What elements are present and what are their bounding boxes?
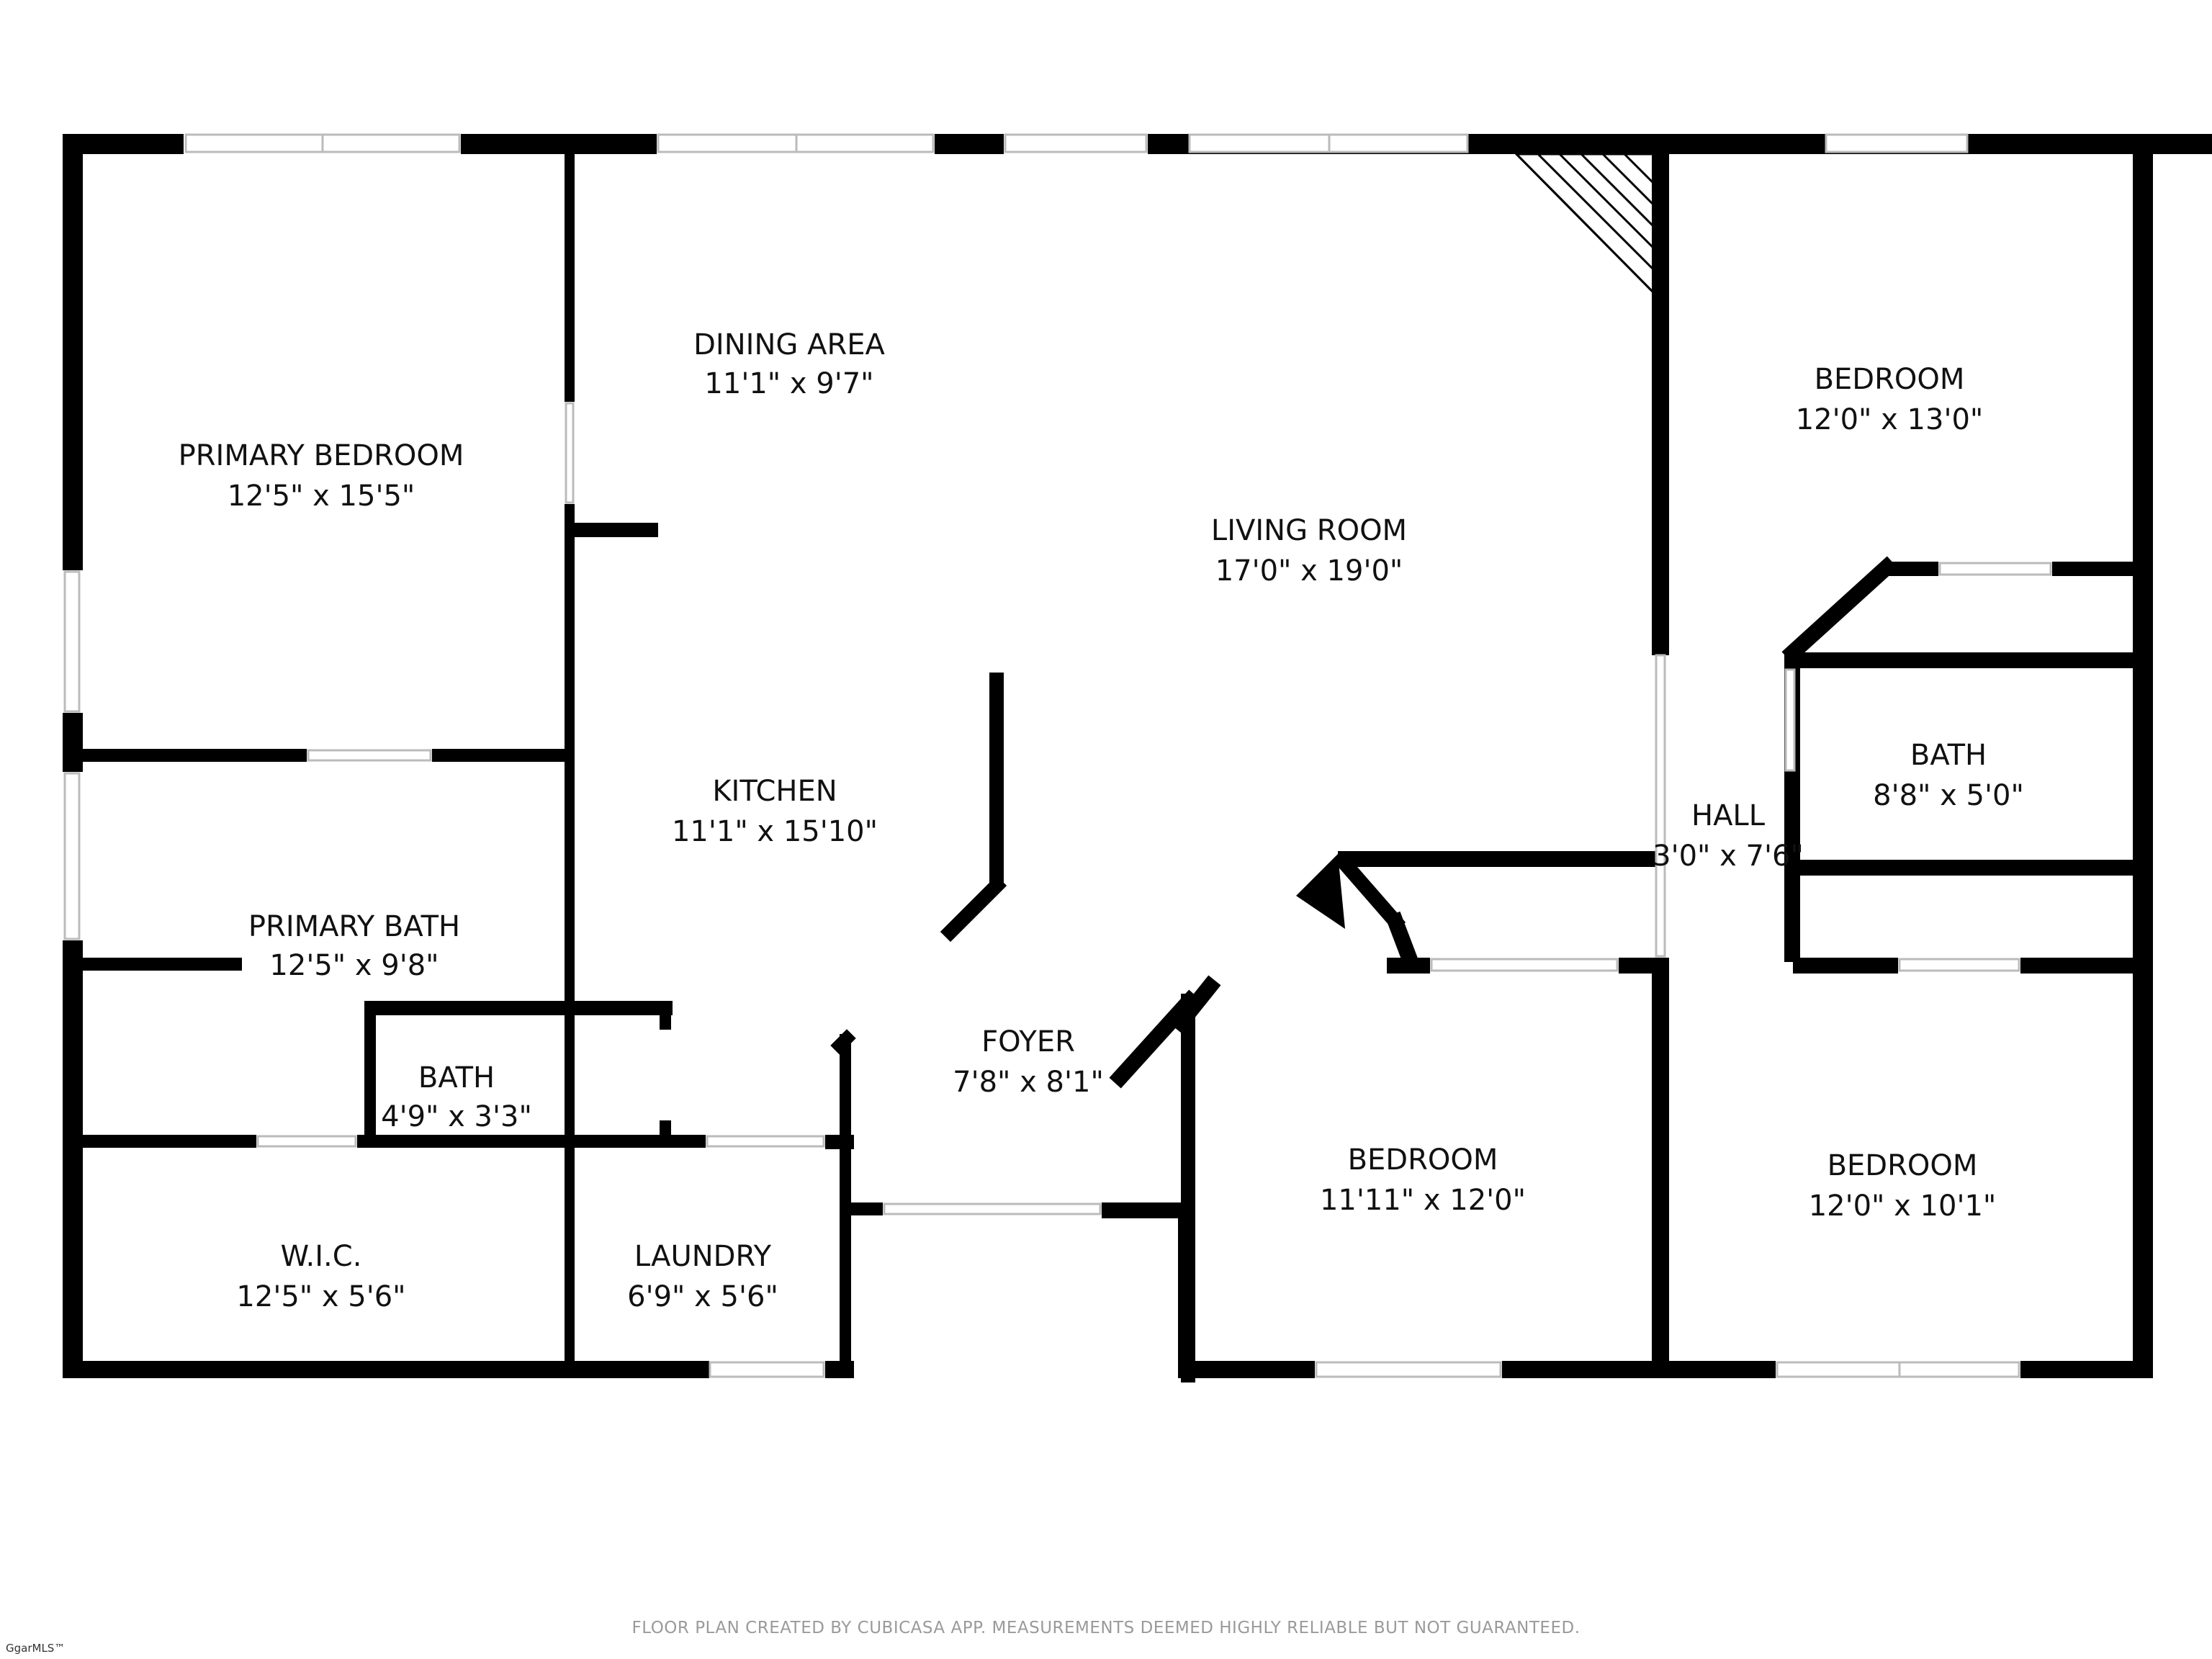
watermark: GgarMLS™	[6, 1642, 66, 1655]
doors-and-windows	[63, 133, 2052, 1378]
room-name: BATH	[418, 1061, 495, 1094]
room-dimensions: 12'5" x 9'8"	[269, 949, 439, 982]
stair-hatch	[1514, 153, 1655, 295]
room-dimensions: 7'8" x 8'1"	[953, 1066, 1104, 1099]
room-name: W.I.C.	[281, 1240, 362, 1273]
room-dimensions: 12'5" x 5'6"	[236, 1280, 405, 1313]
walls	[63, 134, 2212, 1382]
room-name: BEDROOM	[1815, 363, 1965, 396]
room-name: BEDROOM	[1348, 1143, 1498, 1177]
room-dimensions: 17'0" x 19'0"	[1215, 554, 1403, 588]
room-dimensions: 12'0" x 10'1"	[1809, 1190, 1997, 1223]
room-dimensions: 3'0" x 7'6"	[1653, 840, 1804, 873]
room-dimensions: 11'1" x 15'10"	[672, 815, 878, 848]
disclaimer-footer: FLOOR PLAN CREATED BY CUBICASA APP. MEAS…	[631, 1619, 1581, 1637]
room-name: PRIMARY BATH	[248, 910, 460, 943]
room-name: LIVING ROOM	[1211, 514, 1407, 547]
room-dimensions: 12'0" x 13'0"	[1796, 403, 1984, 436]
room-dimensions: 6'9" x 5'6"	[627, 1280, 778, 1313]
room-dimensions: 12'5" x 15'5"	[228, 480, 415, 513]
room-name: BEDROOM	[1827, 1149, 1978, 1182]
room-name: LAUNDRY	[634, 1240, 772, 1273]
diagonal-walls	[830, 556, 1898, 1089]
room-name: HALL	[1691, 799, 1766, 832]
room-name: DINING AREA	[693, 328, 885, 361]
room-dimensions: 8'8" x 5'0"	[1873, 779, 2024, 812]
room-dimensions: 11'1" x 9'7"	[704, 367, 873, 400]
room-labels: DINING AREA 11'1" x 9'7" PRIMARY BEDROOM…	[179, 328, 2024, 1313]
room-name: BATH	[1910, 739, 1987, 772]
room-dimensions: 4'9" x 3'3"	[381, 1100, 532, 1133]
room-dimensions: 11'11" x 12'0"	[1320, 1184, 1526, 1217]
room-name: FOYER	[981, 1025, 1075, 1058]
room-name: KITCHEN	[712, 775, 837, 808]
room-name: PRIMARY BEDROOM	[179, 439, 464, 472]
